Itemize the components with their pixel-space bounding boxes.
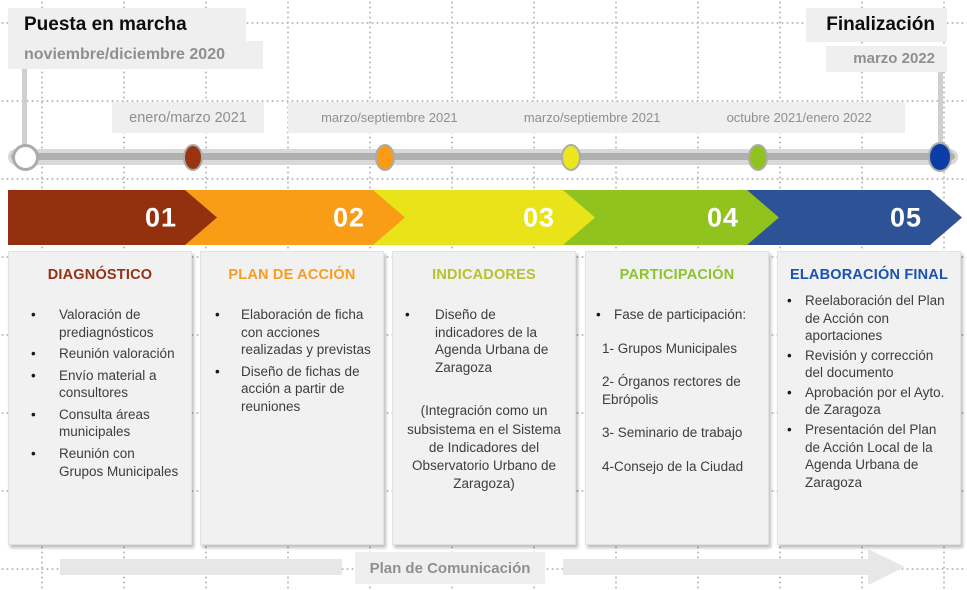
milestone-dot-phase-4: [748, 143, 768, 171]
phase-card-plan-de-accion: PLAN DE ACCIÓN Elaboración de ficha con …: [200, 251, 384, 545]
phase-item-list: Elaboración de ficha con acciones realiz…: [201, 306, 383, 415]
phase-card-elaboracion-final: ELABORACIÓN FINAL Reelaboración del Plan…: [777, 251, 961, 545]
phase-chevron-05: 05: [747, 190, 962, 245]
timeline-track: [8, 149, 958, 165]
milestone-dot-phase-1: [183, 143, 203, 171]
phase-numbered-item: 4-Consejo de la Ciudad: [602, 458, 744, 474]
phase-number-05: 05: [889, 202, 922, 232]
milestone-dot-end: [928, 142, 952, 172]
footer-arrow-bar-right: [563, 559, 870, 575]
phase-number-01: 01: [144, 202, 177, 232]
phase-item: Envío material a consultores: [9, 367, 187, 402]
phase-item-list: Reelaboración del Plan de Acción con apo…: [778, 292, 960, 491]
phase-number-02: 02: [332, 202, 365, 232]
phase-item: Revisión y corrección del documento: [778, 347, 956, 382]
end-connector-line: [938, 72, 943, 152]
footer-arrow-bar-left: [60, 559, 342, 575]
timeline-date-1: enero/marzo 2021: [112, 102, 264, 133]
phase-note: (Integración como un subsistema en el Si…: [407, 403, 561, 492]
phase-item: Reunión valoración: [9, 345, 187, 363]
phase-numbered-item: 2- Órganos rectores de Ebrópolis: [602, 374, 741, 407]
phase-item: Reelaboración del Plan de Acción con apo…: [778, 292, 956, 345]
start-connector-line: [22, 69, 27, 152]
phase-numbered-item: 3- Seminario de trabajo: [602, 425, 743, 441]
phase-chevron-04: 04: [563, 190, 779, 245]
phase-item: Consulta áreas municipales: [9, 406, 187, 441]
phase-item: Presentación del Plan de Acción Local de…: [778, 421, 956, 491]
phase-item-list: Valoración de prediagnósticos Reunión va…: [9, 306, 191, 480]
phase-item: Fase de participación:: [586, 306, 764, 324]
phase-title-participacion: PARTICIPACIÓN: [619, 267, 735, 283]
phase-title-indicadores: INDICADORES: [432, 267, 536, 283]
end-milestone-title: Finalización: [806, 8, 947, 42]
phase-item: Diseño de fichas de acción a partir de r…: [201, 363, 379, 416]
phase-title-plan-de-accion: PLAN DE ACCIÓN: [228, 267, 356, 283]
phase-numbered-item: 1- Grupos Municipales: [602, 340, 738, 356]
phase-title-diagnostico: DIAGNÓSTICO: [47, 267, 153, 283]
phase-item: Aprobación por el Ayto. de Zaragoza: [778, 384, 956, 419]
timeline-date-strip: marzo/septiembre 2021 marzo/septiembre 2…: [288, 102, 905, 133]
phase-chevron-03: 03: [373, 190, 595, 245]
phase-title-elaboracion-final: ELABORACIÓN FINAL: [789, 267, 949, 283]
phase-card-diagnostico: DIAGNÓSTICO Valoración de prediagnóstico…: [8, 251, 192, 545]
phase-item: Elaboración de ficha con acciones realiz…: [201, 306, 379, 359]
milestone-dot-start: [11, 143, 39, 171]
timeline-date-4: octubre 2021/enero 2022: [726, 110, 872, 125]
phase-item-list: Fase de participación:: [586, 306, 768, 324]
milestone-dot-phase-3: [561, 143, 581, 171]
timeline-track-inner: [11, 153, 955, 160]
phase-card-indicadores: INDICADORES Diseño de indicadores de la …: [392, 251, 576, 545]
phase-item: Valoración de prediagnósticos: [9, 306, 187, 341]
end-milestone-date: marzo 2022: [826, 46, 947, 72]
phase-item: Reunión con Grupos Municipales: [9, 445, 187, 480]
phase-card-participacion: PARTICIPACIÓN Fase de participación: 1- …: [585, 251, 769, 545]
start-milestone-date: noviembre/diciembre 2020: [8, 41, 263, 69]
phase-chevron-02: 02: [185, 190, 405, 245]
start-milestone-title: Puesta en marcha: [8, 8, 246, 41]
phase-number-04: 04: [706, 202, 739, 232]
phase-item: Diseño de indicadores de la Agenda Urban…: [393, 306, 571, 376]
footer-arrowhead-icon: [868, 549, 905, 585]
phase-chevron-01: 01: [8, 190, 217, 245]
communication-plan-label: Plan de Comunicación: [355, 552, 545, 584]
milestone-dot-phase-2: [375, 143, 395, 171]
timeline-date-2: marzo/septiembre 2021: [321, 110, 458, 125]
phase-item-list: Diseño de indicadores de la Agenda Urban…: [393, 306, 575, 376]
phase-number-03: 03: [522, 202, 555, 232]
timeline-date-3: marzo/septiembre 2021: [523, 110, 661, 125]
